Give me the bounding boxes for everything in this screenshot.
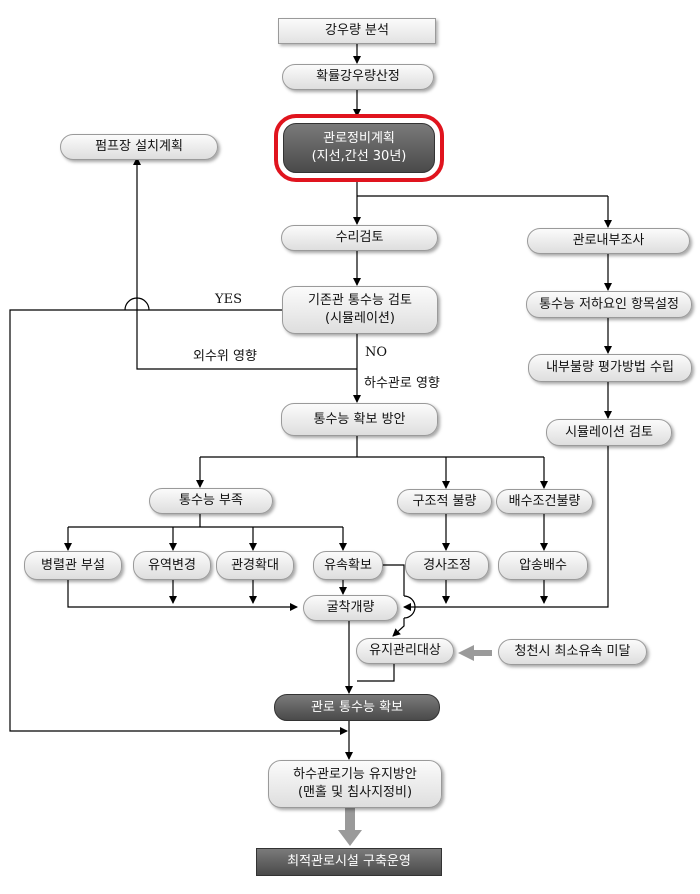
gray-arrow-final bbox=[338, 808, 362, 846]
structural-defect-node[interactable]: 구조적 불량 bbox=[397, 489, 492, 514]
drainage-defect-node[interactable]: 배수조건불량 bbox=[496, 489, 593, 514]
outer-water-label: 외수위 영향 bbox=[193, 349, 257, 364]
final-operation-label: 최적관로시설 구축운영 bbox=[287, 854, 411, 869]
degradation-items-node[interactable]: 통수능 저하요인 항목설정 bbox=[526, 291, 692, 318]
sewer-effect-label: 하수관로 영향 bbox=[364, 376, 440, 391]
edge-parallel-realign bbox=[67, 580, 298, 611]
structural-defect-label: 구조적 불량 bbox=[412, 493, 477, 509]
capacity-shortage-label: 통수능 부족 bbox=[179, 493, 243, 508]
edge-target-hop bbox=[403, 595, 416, 619]
rainfall-analysis-label: 강우량 분석 bbox=[325, 23, 389, 38]
capacity-review-label-2: (시뮬레이션) bbox=[325, 311, 395, 326]
min-velocity-shortfall-label: 청천시 최소유속 미달 bbox=[514, 644, 631, 659]
degradation-items-label: 통수능 저하요인 항목설정 bbox=[539, 296, 679, 312]
min-velocity-shortfall-node[interactable]: 청천시 최소유속 미달 bbox=[498, 639, 647, 665]
basin-change-label: 유역변경 bbox=[148, 557, 196, 573]
capacity-review-label-1: 기존관 통수능 검토 bbox=[308, 293, 412, 308]
edge-yes-bypass bbox=[9, 309, 348, 735]
parallel-pipe-label: 병렬관 부설 bbox=[41, 557, 105, 573]
sewer-plan-label-2: (지선,간선 30년) bbox=[311, 149, 407, 164]
velocity-secure-label: 유속확보 bbox=[324, 557, 372, 573]
capacity-secured-node[interactable]: 관로 통수능 확보 bbox=[274, 694, 440, 721]
edge-target-secured bbox=[357, 664, 395, 682]
realignment-label: 굴착개량 bbox=[326, 600, 375, 615]
hydraulic-review-label: 수리검토 bbox=[335, 230, 384, 245]
probable-rainfall-label: 확률강우량산정 bbox=[316, 69, 400, 84]
inflow-method-label: 내부불량 평가방법 수립 bbox=[546, 360, 674, 375]
yes-label: YES bbox=[215, 292, 242, 307]
internal-survey-node[interactable]: 관로내부조사 bbox=[527, 228, 690, 254]
probable-rainfall-node[interactable]: 확률강우량산정 bbox=[282, 64, 434, 90]
slope-adjust-label: 경사조정 bbox=[423, 557, 471, 573]
edge-target-continue bbox=[392, 618, 405, 637]
capacity-shortage-node[interactable]: 통수능 부족 bbox=[149, 488, 273, 514]
simulation-review-node[interactable]: 시뮬레이션 검토 bbox=[546, 419, 672, 446]
pump-plan-node[interactable]: 펌프장 설치계획 bbox=[60, 134, 218, 160]
drainage-defect-label: 배수조건불량 bbox=[508, 493, 581, 509]
inflow-method-node[interactable]: 내부불량 평가방법 수립 bbox=[528, 354, 692, 382]
edge-velocity-target bbox=[383, 564, 405, 596]
maintenance-plan-label-2: (맨홀 및 침사지정비) bbox=[297, 785, 413, 800]
final-operation-node[interactable]: 최적관로시설 구축운영 bbox=[256, 848, 442, 876]
slope-adjust-node[interactable]: 경사조정 bbox=[405, 551, 489, 580]
pipe-enlarge-node[interactable]: 관경확대 bbox=[216, 551, 294, 580]
maintenance-plan-node[interactable]: 하수관로기능 유지방안 (맨홀 및 침사지정비) bbox=[268, 760, 442, 808]
maintenance-target-label: 유지관리대상 bbox=[369, 643, 441, 658]
pressure-drain-node[interactable]: 압송배수 bbox=[498, 551, 588, 580]
edge-sim-realign bbox=[403, 446, 609, 611]
no-label: NO bbox=[365, 345, 388, 360]
gray-arrow-shortfall bbox=[458, 645, 492, 661]
capacity-secure-plan-label: 통수능 확보 방안 bbox=[313, 411, 406, 427]
realignment-node[interactable]: 굴착개량 bbox=[303, 595, 398, 621]
velocity-secure-node[interactable]: 유속확보 bbox=[313, 551, 383, 580]
capacity-secured-label: 관로 통수능 확보 bbox=[311, 699, 403, 715]
hydraulic-review-node[interactable]: 수리검토 bbox=[281, 225, 438, 251]
simulation-review-label: 시뮬레이션 검토 bbox=[565, 424, 653, 440]
capacity-secure-plan-node[interactable]: 통수능 확보 방안 bbox=[281, 403, 438, 436]
parallel-pipe-node[interactable]: 병렬관 부설 bbox=[24, 551, 122, 580]
capacity-review-node[interactable]: 기존관 통수능 검토 (시뮬레이션) bbox=[282, 286, 438, 334]
internal-survey-label: 관로내부조사 bbox=[572, 233, 645, 248]
maintenance-plan-label-1: 하수관로기능 유지방안 bbox=[293, 767, 417, 782]
sewer-plan-label-1: 관로정비계획 bbox=[323, 131, 395, 146]
rainfall-analysis-node[interactable]: 강우량 분석 bbox=[278, 18, 436, 44]
maintenance-target-node[interactable]: 유지관리대상 bbox=[356, 638, 454, 664]
pipe-enlarge-label: 관경확대 bbox=[231, 557, 279, 573]
basin-change-node[interactable]: 유역변경 bbox=[133, 551, 211, 580]
pump-plan-label: 펌프장 설치계획 bbox=[95, 139, 183, 154]
sewer-plan-node[interactable]: 관로정비계획 (지선,간선 30년) bbox=[274, 114, 444, 182]
edge-outer-water-pump bbox=[133, 157, 357, 370]
pressure-drain-label: 압송배수 bbox=[519, 557, 567, 573]
